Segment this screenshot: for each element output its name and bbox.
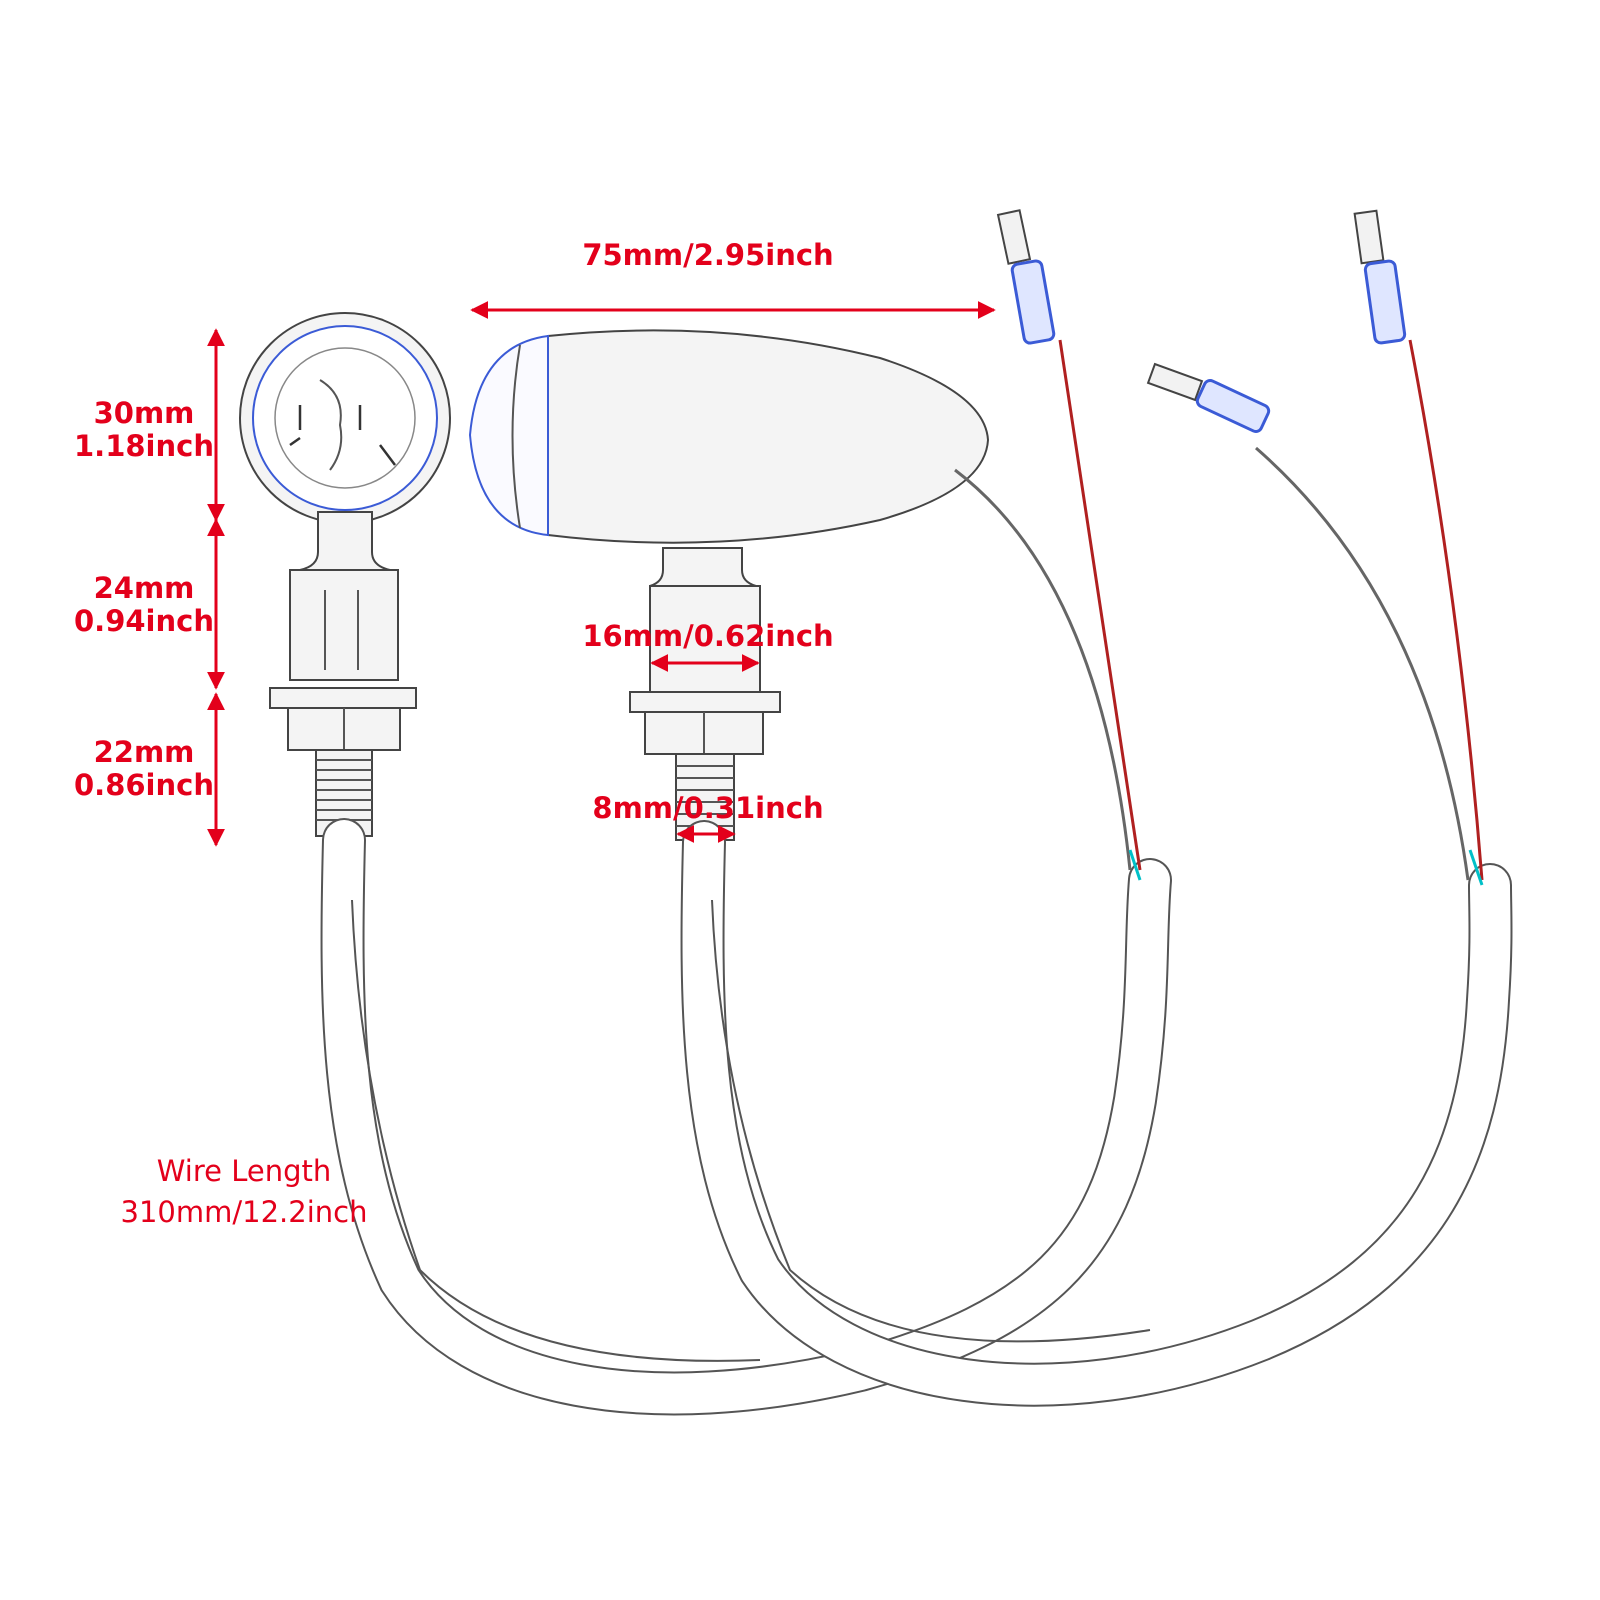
front-lens-ring [252, 325, 438, 511]
length-label: 75mm/2.95inch [582, 238, 833, 272]
wire-length-value: 310mm/12.2inch [121, 1195, 368, 1229]
connector-front-red [996, 209, 1056, 345]
stem-diameter-label: 16mm/0.62inch [582, 619, 833, 653]
front-lead-grey [954, 468, 1132, 871]
front-neck [299, 511, 391, 571]
wire-length-title: Wire Length [157, 1154, 331, 1188]
front-stem [289, 569, 399, 681]
side-lead-grey [1255, 446, 1470, 881]
bolt-height-in-label: 0.86inch [74, 768, 214, 802]
connector-side-red [1353, 209, 1407, 345]
neck-height-in-label: 0.94inch [74, 604, 214, 638]
bolt-height-mm-label: 22mm [94, 735, 195, 769]
side-lens [468, 334, 549, 537]
side-wire-sheath [680, 820, 1513, 1407]
dimension-labels: 75mm/2.95inch 30mm 1.18inch 24mm 0.94inc… [74, 238, 834, 1229]
dimension-lines [207, 301, 996, 847]
front-lead-red [1058, 339, 1142, 871]
front-view-light [239, 312, 451, 837]
side-washer [629, 691, 781, 713]
connector-side-grey [1146, 362, 1271, 434]
lens-height-in-label: 1.18inch [74, 429, 214, 463]
side-view-light [468, 329, 990, 841]
lens-height-mm-label: 30mm [94, 396, 195, 430]
thread-diameter-label: 8mm/0.31inch [592, 791, 823, 825]
side-neck [649, 547, 757, 587]
side-lead-red [1408, 339, 1484, 881]
wire-harness [320, 209, 1513, 1416]
side-bullet-housing [547, 329, 990, 544]
neck-height-mm-label: 24mm [94, 571, 195, 605]
front-washer [269, 687, 417, 709]
